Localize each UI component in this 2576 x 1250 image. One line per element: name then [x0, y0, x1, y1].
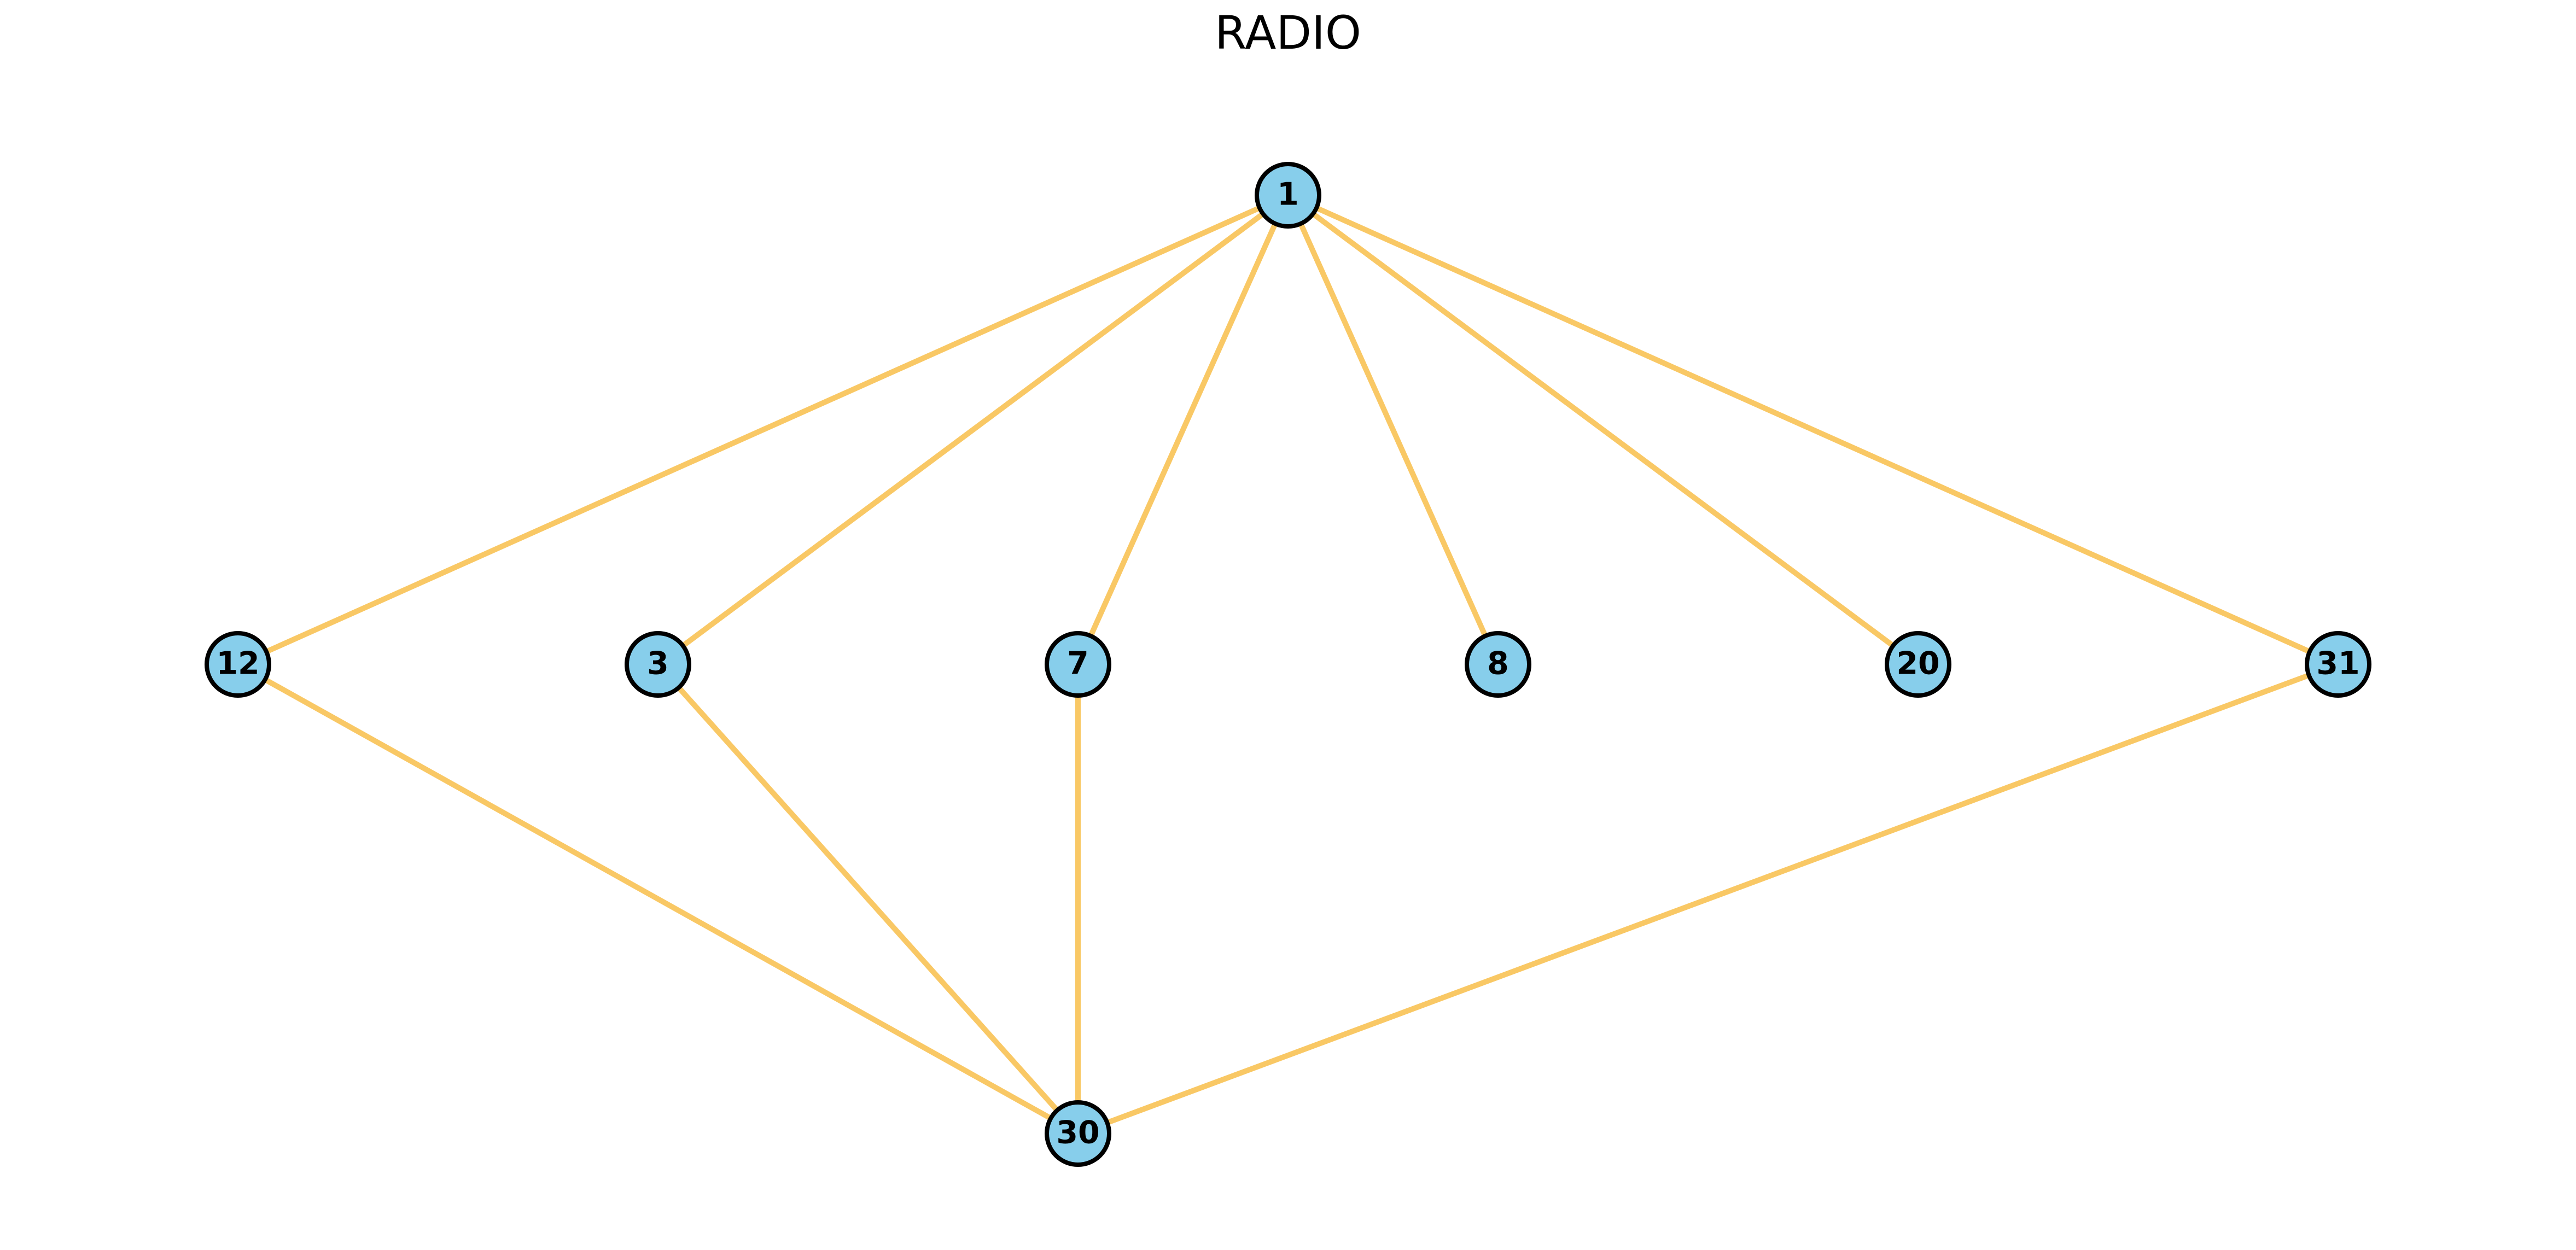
node-12: 12 — [205, 631, 271, 698]
node-circle — [625, 631, 691, 698]
node-circle — [1465, 631, 1531, 698]
node-circle — [1885, 631, 1951, 698]
edge-1-7 — [1075, 192, 1291, 667]
edge-1-3 — [655, 192, 1291, 667]
diagram-title: RADIO — [1215, 6, 1361, 60]
edge-31-30 — [1075, 662, 2341, 1136]
node-label: 7 — [1067, 646, 1089, 682]
node-circle — [1045, 1100, 1111, 1167]
node-7: 7 — [1045, 631, 1111, 698]
edge-1-8 — [1285, 192, 1501, 667]
node-label: 3 — [647, 646, 669, 682]
node-3: 3 — [625, 631, 691, 698]
node-label: 8 — [1487, 646, 1509, 682]
node-label: 30 — [1056, 1115, 1099, 1151]
edge-12-30 — [235, 662, 1081, 1136]
node-label: 20 — [1896, 646, 1939, 682]
node-31: 31 — [2305, 631, 2371, 698]
nodes-layer: 1 12 3 7 8 20 31 30 — [205, 162, 2371, 1167]
node-20: 20 — [1885, 631, 1951, 698]
node-label: 1 — [1277, 177, 1299, 213]
node-circle — [205, 631, 271, 698]
node-circle — [1045, 631, 1111, 698]
node-label: 31 — [2316, 646, 2359, 682]
node-circle — [2305, 631, 2371, 698]
edge-3-30 — [655, 662, 1081, 1136]
edge-1-12 — [235, 192, 1291, 667]
node-30: 30 — [1045, 1100, 1111, 1167]
node-circle — [1255, 162, 1321, 229]
edges-layer — [235, 192, 2341, 1136]
node-label: 12 — [216, 646, 259, 682]
node-8: 8 — [1465, 631, 1531, 698]
node-1: 1 — [1255, 162, 1321, 229]
edge-1-31 — [1285, 192, 2341, 667]
edge-1-20 — [1285, 192, 1921, 667]
